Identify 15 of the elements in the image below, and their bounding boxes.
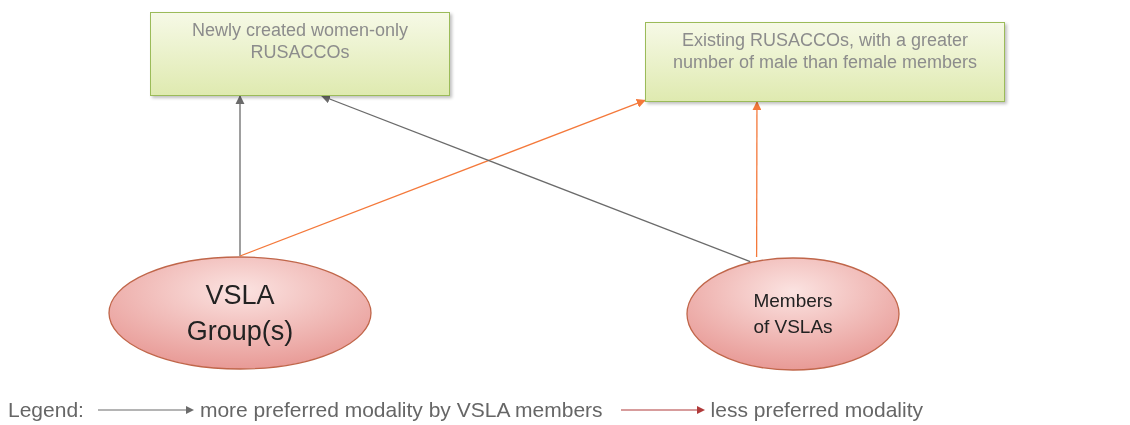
legend-title: Legend: xyxy=(8,398,84,422)
node-text: Members of VSLAs xyxy=(753,289,833,339)
ellipse-node xyxy=(108,256,372,370)
node-text: Existing RUSACCOs, with a greater number of male than female members xyxy=(671,29,979,73)
arrow xyxy=(752,101,762,258)
arrow xyxy=(235,95,245,257)
process-box xyxy=(150,12,450,96)
process-box xyxy=(645,22,1005,102)
legend-text: more preferred modality by VSLA members xyxy=(199,398,603,422)
arrow xyxy=(321,94,751,263)
legend-text: less preferred modality xyxy=(710,398,923,422)
arrow xyxy=(239,99,646,257)
node-text: Newly created women-only RUSACCOs xyxy=(190,19,410,63)
ellipse-node xyxy=(686,257,900,371)
node-text: VSLA Group(s) xyxy=(185,278,295,348)
